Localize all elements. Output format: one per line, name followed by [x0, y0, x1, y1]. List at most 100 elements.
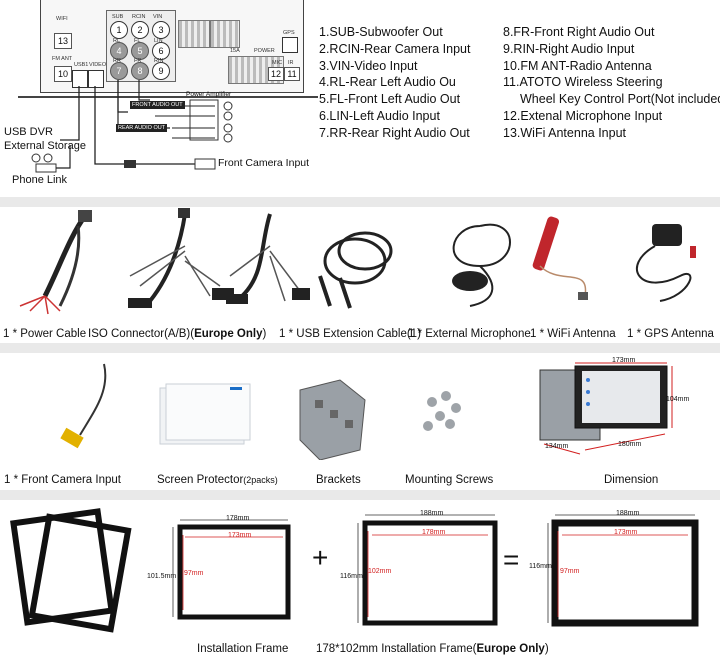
port-4: 4 [110, 42, 128, 60]
screen-protector-text: Screen Protector [157, 474, 244, 486]
rcin-label: RCIN [132, 14, 146, 20]
vin-label: VIN [153, 14, 163, 20]
power-label: POWER [254, 48, 275, 54]
port-9: 9 [152, 62, 170, 80]
iso-caption-suffix: ) [262, 328, 267, 340]
head-unit-image [539, 362, 673, 455]
wifi-antenna-caption: 1 * WiFi Antenna [530, 328, 616, 340]
wifi-port-label: WIFI [56, 16, 68, 22]
lin-label: LIN [154, 38, 163, 44]
frame1-inner-height: 97mm [184, 570, 204, 577]
phone-link-label: Phone Link [12, 174, 68, 186]
port-7: 7 [110, 62, 128, 80]
iso-connector-b [210, 20, 240, 48]
dimension-height-label: 104mm [666, 396, 690, 403]
port-desc: 5.FL-Front Left Audio Out [319, 92, 461, 107]
frame2-inner-height: 102mm [368, 568, 392, 575]
fl-label: FL [134, 38, 141, 44]
mounting-screws-image [423, 391, 461, 431]
port-desc: Wheel Key Control Port(Not included) [520, 92, 720, 107]
gps-label: GPS [283, 30, 295, 36]
usb-cable-image [318, 231, 393, 309]
usb-extension-caption: 1 * USB Extension Cable(1) [279, 328, 421, 340]
port-1: 1 [110, 21, 128, 39]
wifi-antenna-image [532, 216, 588, 300]
rear-panel-base [18, 90, 318, 98]
screen-protector-note: (2packs) [243, 475, 278, 485]
front-camera-cable-image [60, 363, 107, 449]
video-port [88, 70, 104, 88]
port-6: 6 [152, 42, 170, 60]
frame2-outer-height: 116mm [340, 573, 363, 580]
microphone-image [452, 223, 511, 307]
europe-frame-caption-bold: Europe Only [476, 643, 545, 655]
wiring-lines [31, 80, 233, 173]
ir-label: IR [288, 60, 294, 66]
video-port-label: VIDEO [89, 62, 107, 68]
dimension-bottom-label: 180mm [618, 441, 642, 448]
port-desc: 7.RR-Rear Right Audio Out [319, 125, 470, 140]
section-separator [0, 343, 720, 353]
port-desc: 6.LIN-Left Audio Input [319, 108, 440, 123]
rear-audio-out-label: REAR AUDIO OUT [116, 124, 168, 132]
port-11: 11 [284, 67, 300, 81]
frame3-inner-height: 97mm [560, 568, 580, 575]
port-desc: 13.WiFi Antenna Input [503, 125, 626, 140]
iso-connector-image [128, 208, 234, 308]
power-cable-caption: 1 * Power Cable [3, 328, 87, 340]
front-audio-out-label: FRONT AUDIO OUT [130, 101, 185, 109]
frames-illustration [10, 508, 699, 633]
power-cable-image [19, 210, 92, 315]
rin-label: RIN [154, 58, 164, 64]
fr-label: FR [134, 58, 142, 64]
frame3-outer-width: 188mm [616, 510, 640, 517]
port-5: 5 [131, 42, 149, 60]
fuse-label: 15A [230, 48, 240, 54]
port-12: 12 [268, 67, 284, 81]
accessory-illustrations [19, 208, 696, 315]
iso-connector-a [178, 20, 210, 48]
usb1-port [72, 70, 88, 88]
frame3-inner-width: 173mm [614, 529, 638, 536]
port-desc: 2.RCIN-Rear Camera Input [319, 41, 471, 56]
port-desc: 12.Extenal Microphone Input [503, 108, 663, 123]
mounting-screws-caption: Mounting Screws [405, 474, 494, 486]
usb-dvr-label: USB DVR [4, 126, 53, 138]
external-storage-label: External Storage [4, 140, 86, 152]
iso-caption-text: ISO Connector(A/B)( [88, 328, 195, 340]
mic-label: MIC [272, 60, 283, 66]
frame1-outer-width: 178mm [226, 515, 250, 522]
accessory-row2-illustrations [60, 362, 673, 460]
europe-frame-caption-text: 178*102mm Installation Frame( [316, 643, 477, 655]
port-8: 8 [131, 62, 149, 80]
port-desc: 10.FM ANT-Radio Antenna [503, 58, 652, 73]
usb-extension-image [226, 213, 310, 304]
frame-1-image [172, 519, 291, 620]
section-separator [0, 490, 720, 500]
port-desc: 1.SUB-Subwoofer Out [319, 25, 443, 39]
rr-label: RR [113, 58, 121, 64]
frame2-inner-width: 178mm [422, 529, 446, 536]
port-2: 2 [131, 21, 149, 39]
plus-sign: + [312, 542, 329, 573]
front-camera-input-label: Front Camera Input [218, 157, 310, 169]
port-desc: 11.ATOTO Wireless Steering [503, 75, 663, 90]
port-3: 3 [152, 21, 170, 39]
frame1-inner-width: 173mm [228, 532, 252, 539]
loose-frames-image [10, 508, 132, 633]
frame1-outer-height: 101.5mm [147, 573, 177, 580]
port-desc: 4.RL-Rear Left Audio Ou [319, 75, 456, 90]
dimension-caption: Dimension [604, 474, 659, 486]
dimension-width-label: 173mm [612, 357, 636, 364]
gps-antenna-caption: 1 * GPS Antenna [627, 328, 714, 340]
frame3-outer-height: 116mm [529, 563, 552, 570]
power-amplifier-label: Power Amplifier [186, 91, 232, 98]
europe-frame-caption-suffix: ) [544, 643, 549, 655]
brackets-image [299, 379, 366, 460]
port-list-left: 1.SUB-Subwoofer Out 2.RCIN-Rear Camera I… [319, 24, 470, 142]
port-list-right: 8.FR-Front Right Audio Out 9.RIN-Right A… [503, 24, 720, 142]
port-10: 10 [54, 66, 72, 82]
brackets-caption: Brackets [316, 474, 361, 486]
microphone-caption: 1 * External Microphone [408, 328, 531, 340]
port-13: 13 [54, 33, 72, 49]
